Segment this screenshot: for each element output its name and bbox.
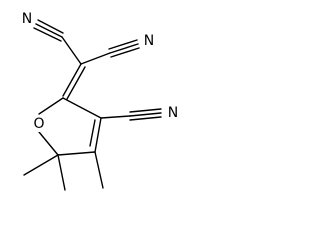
bond-right-nitrile-triple-1: [109, 43, 139, 54]
nitrile-n-right-label: N: [144, 33, 154, 49]
bond-c4-c3-2: [89, 119, 96, 147]
molecule-diagram: O N N N: [22, 11, 178, 191]
bond-c3-c2: [62, 97, 102, 119]
bond-ring-nitrile-triple-2: [129, 108, 162, 113]
atom-labels: O N N N: [22, 11, 178, 132]
structure-canvas: O N N N: [21, 11, 179, 191]
bond-c5-methyl-b: [57, 154, 66, 191]
nitrile-n-ring-label: N: [168, 105, 178, 121]
bond-ring-nitrile-triple-3: [129, 116, 162, 121]
bond-exo-c-to-right-cn: [80, 52, 111, 65]
nitrile-n-left-label: N: [22, 11, 32, 27]
bond-ring-nitrile-triple-1: [129, 112, 162, 117]
bond-c4-c3-1: [94, 117, 102, 153]
bond-o-c5: [38, 131, 59, 156]
bond-c2-o: [38, 97, 64, 115]
bond-exocyclic-double-1: [62, 63, 82, 97]
ring-oxygen-label: O: [33, 116, 44, 132]
bond-c5-methyl-a: [23, 154, 59, 176]
bond-right-nitrile-triple-3: [110, 47, 140, 58]
bonds: [23, 19, 162, 191]
bond-c4-methyl: [94, 151, 104, 189]
bond-left-nitrile-triple-2: [37, 19, 64, 34]
bond-exocyclic-double-2: [66, 66, 86, 100]
bond-left-nitrile-triple-1: [35, 23, 63, 38]
oxygen-label-mask: [30, 115, 47, 132]
bond-right-nitrile-triple-2: [108, 39, 138, 50]
bond-left-nitrile-triple-3: [33, 27, 62, 42]
bond-exo-c-to-left-cn: [61, 36, 82, 65]
bond-c3-to-ring-cn: [100, 115, 131, 119]
bond-c5-c4: [57, 151, 96, 156]
